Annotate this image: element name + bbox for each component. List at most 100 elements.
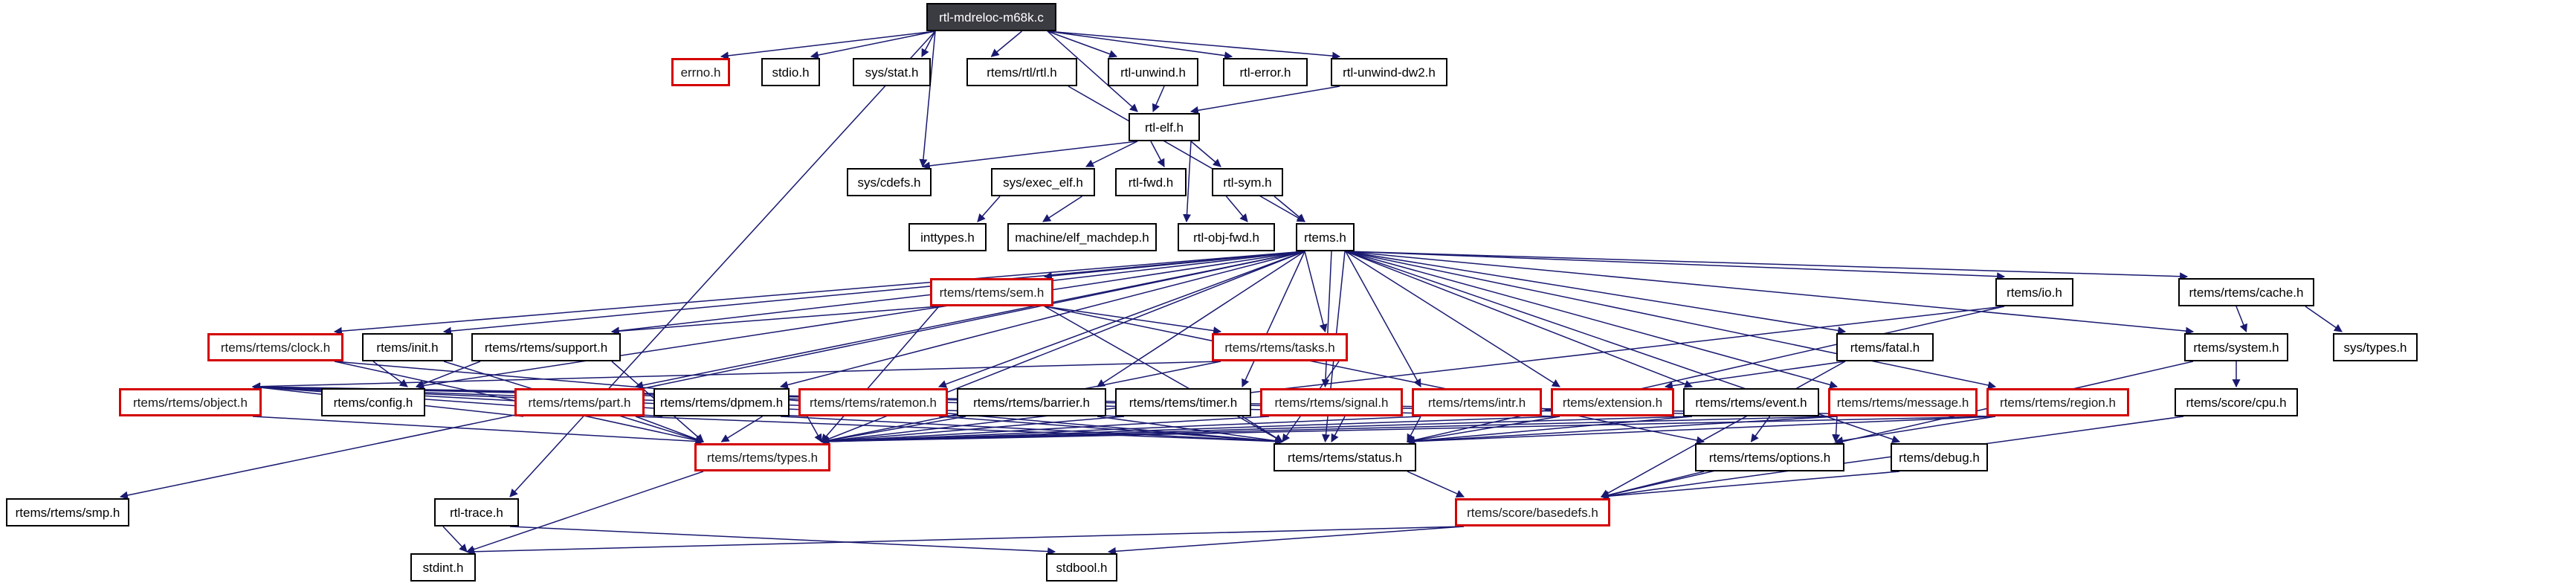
include-edge-options-to-basedefs <box>1600 471 1705 499</box>
graph-node-systypes[interactable]: sys/types.h <box>2333 333 2418 361</box>
include-edge-exec-to-inttypes <box>977 196 1001 222</box>
include-edge-rtems_h-to-sem <box>1043 251 1305 280</box>
graph-node-sym[interactable]: rtl-sym.h <box>1212 168 1283 196</box>
graph-node-support[interactable]: rtems/rtems/support.h <box>471 333 621 361</box>
include-edge-sym-to-rtems_h <box>1274 196 1305 222</box>
include-edge-barrier-to-types <box>820 416 966 445</box>
graph-node-objfwd[interactable]: rtl-obj-fwd.h <box>1178 223 1275 251</box>
include-edge-rtems_h-to-ratemon <box>937 251 1305 388</box>
graph-node-basedefs[interactable]: rtems/score/basedefs.h <box>1455 498 1610 526</box>
graph-node-elf[interactable]: rtl-elf.h <box>1129 113 1200 141</box>
graph-node-sem[interactable]: rtems/rtems/sem.h <box>930 278 1053 306</box>
include-edge-basedefs-to-stdbool <box>1107 526 1465 555</box>
graph-node-rtems_h[interactable]: rtems.h <box>1296 223 1355 251</box>
include-edge-event-to-types <box>820 416 1693 446</box>
include-edge-sem-to-tasks <box>1044 306 1222 335</box>
graph-node-exec[interactable]: sys/exec_elf.h <box>991 168 1095 196</box>
graph-node-stdbool[interactable]: stdbool.h <box>1046 553 1117 582</box>
graph-node-event[interactable]: rtems/rtems/event.h <box>1683 388 1819 416</box>
graph-node-debug[interactable]: rtems/debug.h <box>1891 443 1988 471</box>
include-edge-ratemon-to-types <box>807 416 822 442</box>
graph-node-errno[interactable]: errno.h <box>671 58 730 86</box>
graph-node-clock[interactable]: rtems/rtems/clock.h <box>207 333 343 361</box>
include-edge-elf-to-objfwd <box>1183 141 1192 223</box>
include-edge-rtems_h-to-smp <box>119 251 1305 500</box>
graph-node-dw2[interactable]: rtl-unwind-dw2.h <box>1331 58 1447 86</box>
include-edge-unwind-to-elf <box>1152 86 1165 113</box>
graph-node-system[interactable]: rtems/system.h <box>2184 333 2288 361</box>
include-edge-message-to-status <box>1406 416 1838 445</box>
include-edge-rtems_h-to-config <box>415 251 1305 390</box>
include-edge-part-to-status <box>635 416 1284 446</box>
graph-node-machdep[interactable]: machine/elf_machdep.h <box>1007 223 1157 251</box>
graph-node-signal[interactable]: rtems/rtems/signal.h <box>1260 388 1403 416</box>
graph-node-status[interactable]: rtems/rtems/status.h <box>1274 443 1416 471</box>
graph-node-options[interactable]: rtems/rtems/options.h <box>1695 443 1844 471</box>
include-edge-dpmem-to-types <box>720 416 763 442</box>
graph-node-stdint[interactable]: stdint.h <box>410 553 476 582</box>
include-edge-extension-to-types <box>820 416 1560 446</box>
graph-node-mdreloc: rtl-mdreloc-m68k.c <box>926 3 1056 31</box>
include-edge-elf-to-sym <box>1190 141 1221 167</box>
graph-node-cdefs[interactable]: sys/cdefs.h <box>847 168 932 196</box>
include-edge-timer-to-types <box>820 416 1125 445</box>
graph-node-barrier[interactable]: rtems/rtems/barrier.h <box>957 388 1106 416</box>
include-edge-mdreloc-to-stat <box>921 30 936 57</box>
graph-node-stdio[interactable]: stdio.h <box>761 58 820 86</box>
graph-node-stat[interactable]: sys/stat.h <box>853 58 931 86</box>
graph-node-intr[interactable]: rtems/rtems/intr.h <box>1412 388 1542 416</box>
graph-node-fatal[interactable]: rtems/fatal.h <box>1836 333 1934 361</box>
graph-node-fwd[interactable]: rtl-fwd.h <box>1115 168 1187 196</box>
include-edge-sem-to-support <box>610 306 940 335</box>
include-edge-part-to-types <box>635 416 705 443</box>
include-edge-exec-to-machdep <box>1042 196 1082 222</box>
graph-node-message[interactable]: rtems/rtems/message.h <box>1828 388 1978 416</box>
include-edge-trace-to-stdint <box>442 526 468 553</box>
graph-node-trace[interactable]: rtl-trace.h <box>434 498 519 526</box>
include-edge-rtems_h-to-io <box>1345 251 2006 281</box>
graph-node-types[interactable]: rtems/rtems/types.h <box>694 443 830 471</box>
include-edge-rtems_h-to-clock <box>333 251 1305 335</box>
graph-node-extension[interactable]: rtems/extension.h <box>1551 388 1674 416</box>
include-edge-mdreloc-to-trace <box>509 30 936 497</box>
include-edge-elf-to-fwd <box>1150 141 1165 167</box>
graph-node-object[interactable]: rtems/rtems/object.h <box>119 388 262 416</box>
graph-node-cpu[interactable]: rtems/score/cpu.h <box>2175 388 2298 416</box>
graph-node-init[interactable]: rtems/init.h <box>362 333 453 361</box>
include-edge-elf-to-exec <box>1085 141 1138 167</box>
include-edge-rtems_h-to-region <box>1345 251 1997 390</box>
graph-node-error[interactable]: rtl-error.h <box>1223 58 1308 86</box>
include-edge-sem-to-status <box>1044 306 1283 442</box>
graph-node-timer[interactable]: rtems/rtems/timer.h <box>1115 388 1251 416</box>
include-edge-tasks-to-object <box>251 361 1221 391</box>
include-edge-types-to-stdint <box>465 471 704 554</box>
graph-node-unwind[interactable]: rtl-unwind.h <box>1108 58 1198 86</box>
graph-node-cache[interactable]: rtems/rtems/cache.h <box>2178 278 2314 306</box>
include-edge-mdreloc-to-cdefs <box>919 30 936 168</box>
include-edge-system-to-basedefs <box>1600 361 2194 500</box>
graph-node-config[interactable]: rtems/config.h <box>321 388 425 416</box>
include-edge-region-to-types <box>820 416 1996 446</box>
include-edge-message-to-types <box>820 416 1838 446</box>
graph-node-io[interactable]: rtems/io.h <box>1995 278 2073 306</box>
graph-node-smp[interactable]: rtems/rtems/smp.h <box>6 498 129 526</box>
graph-node-region[interactable]: rtems/rtems/region.h <box>1986 388 2129 416</box>
include-edge-rtl-to-rtems_h <box>1068 86 1305 222</box>
include-edge-debug-to-basedefs <box>1600 471 1900 500</box>
graph-node-ratemon[interactable]: rtems/rtems/ratemon.h <box>798 388 948 416</box>
graph-node-inttypes[interactable]: inttypes.h <box>908 223 987 251</box>
include-edge-mdreloc-to-rtl <box>990 30 1022 57</box>
include-edge-rtems_h-to-cache <box>1345 251 2189 281</box>
include-edge-cache-to-systypes <box>2305 306 2343 332</box>
graph-node-rtl[interactable]: rtems/rtl/rtl.h <box>966 58 1077 86</box>
include-edge-rtems_h-to-event <box>1345 251 1694 388</box>
graph-node-part[interactable]: rtems/rtems/part.h <box>514 388 645 416</box>
include-edge-fatal-to-extension <box>1664 361 1846 390</box>
include-edge-region-to-options <box>1834 416 1996 445</box>
graph-node-tasks[interactable]: rtems/rtems/tasks.h <box>1212 333 1348 361</box>
include-edge-signal-to-types <box>820 416 1270 445</box>
include-edge-object-to-types <box>252 416 705 445</box>
graph-node-dpmem[interactable]: rtems/rtems/dpmem.h <box>653 388 790 416</box>
include-edge-event-to-status <box>1406 416 1693 445</box>
